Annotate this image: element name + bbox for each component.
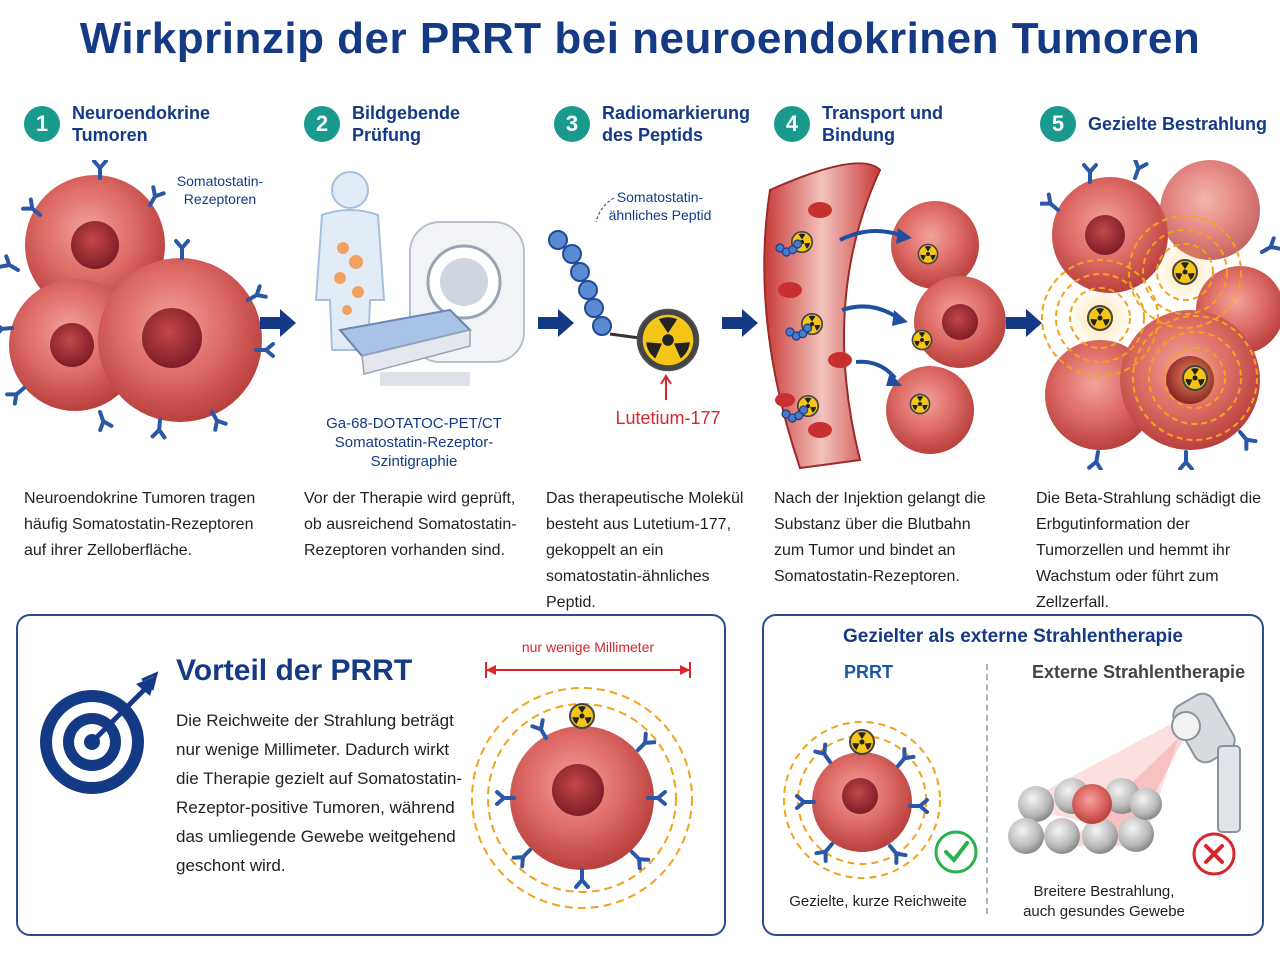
step-number: 4: [774, 106, 810, 142]
advantage-title: Vorteil der PRRT: [176, 654, 413, 687]
check-icon: [934, 830, 978, 874]
prrt-label: PRRT: [844, 662, 893, 682]
external-caption: Breitere Bestrahlung, auch gesundes Gewe…: [1004, 882, 1204, 922]
tumor-cell: [886, 201, 1006, 454]
peptide-label: ähnliches Peptid: [609, 207, 712, 223]
step-title: Transport und Bindung: [822, 103, 943, 145]
external-radiation-label: Externe Strahlentherapie: [1032, 662, 1246, 682]
arrow-right-icon: [722, 309, 758, 337]
external-radiation-illustration: [1008, 692, 1241, 876]
comparison-panel: Gezielter als externe Strahlentherapie P…: [762, 614, 1264, 936]
peptide-label: Somatostatin-: [617, 189, 704, 205]
comparison-title: Gezielter als externe Strahlentherapie: [842, 626, 1184, 647]
human-body-icon: [314, 171, 386, 351]
advantage-text: Die Reichweite der Strahlung beträgt nur…: [176, 711, 463, 875]
receptor-label: Somatostatin-: [177, 173, 264, 189]
step-2-description: Vor der Therapie wird geprüft, ob ausrei…: [304, 490, 517, 559]
arrow-right-icon: [260, 309, 296, 337]
target-icon: [40, 671, 159, 794]
healthy-cell-icon: [1008, 778, 1162, 854]
prrt-illustration: [783, 721, 978, 879]
scan-method-label: Ga-68-DOTATOC-PET/CT: [326, 415, 502, 432]
step-title: Gezielte Bestrahlung: [1088, 114, 1268, 134]
receptor-label: Rezeptoren: [184, 191, 256, 207]
step-5-description: Die Beta-Strahlung schädigt die Erbgutin…: [1036, 490, 1262, 611]
step-4-header: 4 Transport und Bindung: [774, 98, 1012, 150]
tumor-cells-illustration: Somatostatin- Rezeptoren: [0, 160, 275, 440]
arrow-right-icon: [538, 309, 574, 337]
step-5-header: 5 Gezielte Bestrahlung: [1040, 98, 1278, 150]
irradiation-illustration: [1040, 160, 1280, 470]
range-illustration: nur wenige Millimeter: [471, 639, 693, 909]
radiation-machine-icon: [1171, 692, 1241, 833]
peptide-illustration: Somatostatin- ähnliches Peptid Lutetium-…: [548, 189, 721, 428]
tumor-cell: [1072, 784, 1112, 824]
step-4-description: Nach der Injektion gelangt die Substanz …: [774, 490, 986, 585]
range-label: nur wenige Millimeter: [522, 639, 655, 655]
divider: [986, 664, 988, 914]
step-number: 3: [554, 106, 590, 142]
external-caption-line: Breitere Bestrahlung,: [1033, 883, 1175, 900]
step-number: 1: [24, 106, 60, 142]
radioactive-icon: [636, 308, 700, 372]
red-blood-cell-icon: [775, 202, 852, 438]
arrow-right-icon: [1006, 309, 1042, 337]
cross-icon: [1192, 832, 1236, 876]
blood-vessel-illustration: [763, 162, 1006, 470]
advantage-panel: Vorteil der PRRT Die Reichweite der Stra…: [16, 614, 726, 936]
page-title: Wirkprinzip der PRRT bei neuroendokrinen…: [79, 14, 1201, 63]
isotope-label: Lutetium-177: [615, 408, 720, 428]
step-3-description: Das therapeutische Molekül besteht aus L…: [546, 490, 744, 611]
step-3-header: 3 Radiomarkierung des Peptids: [554, 98, 752, 150]
tumor-cell: [98, 258, 262, 422]
step-1-description: Neuroendokrine Tumoren tragen häufig Som…: [24, 490, 256, 559]
step-number: 5: [1040, 106, 1076, 142]
scanner-illustration: Ga-68-DOTATOC-PET/CT Somatostatin-Rezept…: [314, 171, 525, 470]
step-title: Bildgebende Prüfung: [352, 103, 461, 145]
step-title: Radiomarkierung des Peptids: [602, 103, 751, 145]
scan-method-label: Somatostatin-Rezeptor-: [335, 434, 493, 451]
step-number: 2: [304, 106, 340, 142]
pet-ct-scanner-icon: [338, 221, 525, 386]
external-caption-line: auch gesundes Gewebe: [1023, 903, 1185, 920]
step-title: Neuroendokrine Tumoren: [72, 103, 211, 145]
step-1-header: 1 Neuroendokrine Tumoren: [24, 98, 222, 150]
scan-method-label: Szintigraphie: [371, 453, 458, 470]
step-2-header: 2 Bildgebende Prüfung: [304, 98, 532, 150]
peptide-chain-icon: [548, 230, 641, 340]
prrt-caption: Gezielte, kurze Reichweite: [789, 893, 967, 910]
